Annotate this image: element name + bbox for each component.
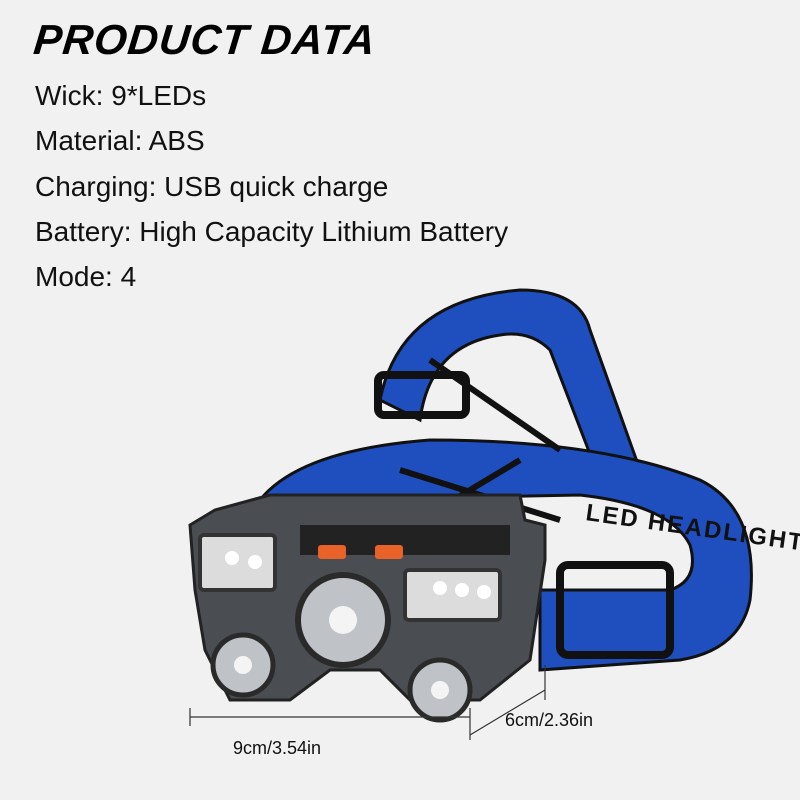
- spec-charging: Charging: USB quick charge: [35, 171, 389, 202]
- spec-mode: Mode: 4: [35, 261, 137, 292]
- mode-button: [318, 545, 346, 559]
- spec-material: Material: ABS: [35, 125, 205, 156]
- width-dimension-label: 9cm/3.54in: [233, 738, 322, 758]
- headlamp-body: [188, 493, 547, 723]
- spec-wick: Wick: 9*LEDs: [35, 80, 207, 111]
- spec-battery: Battery: High Capacity Lithium Battery: [35, 216, 509, 247]
- depth-dimension-label: 6cm/2.36in: [505, 710, 594, 730]
- dimension-lines: [189, 665, 546, 740]
- power-button: [375, 545, 403, 559]
